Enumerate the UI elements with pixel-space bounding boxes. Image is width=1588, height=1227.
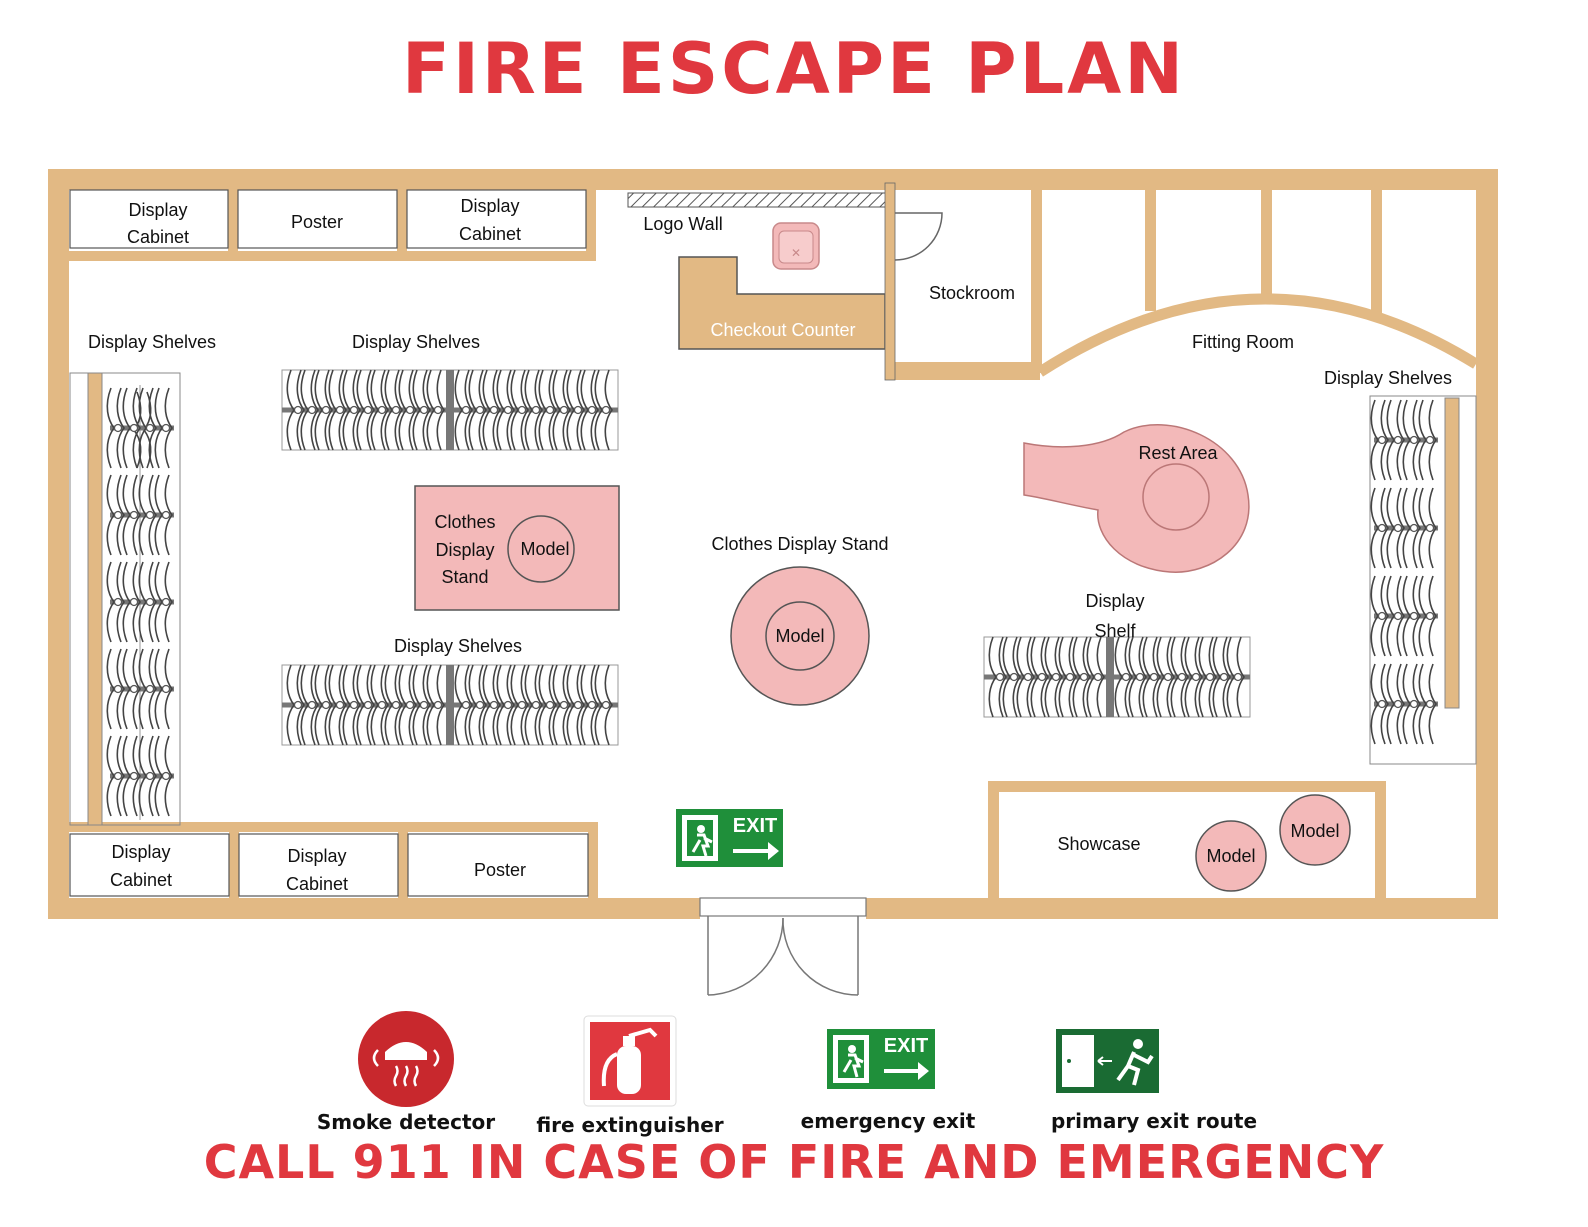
showcase	[988, 781, 1386, 898]
right-display-shelves	[1370, 399, 1438, 745]
legend-label: Smoke detector	[317, 1110, 495, 1134]
display-shelves-label: Display Shelves	[394, 636, 522, 656]
clothes-stand-label: Clothes	[434, 512, 495, 532]
stockroom-label: Stockroom	[929, 283, 1015, 303]
display-cabinet-label: Display	[287, 846, 346, 866]
bottom-display-shelves	[281, 664, 619, 746]
bottom-left-cabinet-block	[69, 822, 598, 902]
emergency-call-banner: CALL 911 IN CASE OF FIRE AND EMERGENCY	[203, 1135, 1385, 1189]
legend-label: emergency exit	[801, 1109, 976, 1133]
model-label: Model	[520, 539, 569, 559]
display-cabinet-label: Cabinet	[286, 874, 348, 894]
smoke-detector-icon	[358, 1011, 454, 1107]
display-cabinet-label: Cabinet	[127, 227, 189, 247]
page-title: FIRE ESCAPE PLAN	[402, 28, 1186, 110]
display-cabinet-label: Display	[128, 200, 187, 220]
model-mannequin	[507, 515, 575, 583]
legend-label: primary exit route	[1051, 1109, 1257, 1133]
svg-text:✕: ✕	[791, 246, 801, 260]
rest-area-table	[1142, 463, 1210, 531]
display-shelf	[983, 636, 1251, 718]
primary-exit-route-icon	[1056, 1029, 1159, 1093]
right-shelf-wall	[1444, 397, 1460, 709]
display-cabinet-label: Cabinet	[110, 870, 172, 890]
display-shelf-label: Display	[1085, 591, 1144, 611]
stockroom-walls	[884, 182, 1042, 381]
logo-wall	[627, 192, 891, 208]
display-cabinet-label: Display	[111, 842, 170, 862]
checkout-counter-label: Checkout Counter	[710, 320, 855, 340]
showcase-label: Showcase	[1057, 834, 1140, 854]
model-mannequin	[765, 601, 835, 671]
top-left-cabinet-block	[69, 185, 596, 261]
chair-icon: ✕	[772, 222, 820, 270]
model-label: Model	[775, 626, 824, 646]
exit-sign-icon	[676, 809, 783, 867]
logo-wall-label: Logo Wall	[643, 214, 722, 234]
clothes-stand-label: Display	[435, 540, 494, 560]
clothes-display-stand	[414, 485, 620, 611]
model-mannequin	[1195, 820, 1267, 892]
main-entrance-doors	[699, 897, 867, 996]
display-shelf-label: Shelf	[1094, 621, 1136, 641]
fire-extinguisher-icon	[583, 1015, 677, 1107]
exit-sign-text: EXIT	[733, 815, 777, 837]
poster-label: Poster	[474, 860, 526, 880]
clothes-stand-label: Stand	[441, 567, 488, 587]
model-label: Model	[1290, 821, 1339, 841]
display-shelves-label: Display Shelves	[1324, 368, 1452, 388]
fitting-room-label: Fitting Room	[1192, 332, 1294, 352]
exit-sign-text: EXIT	[884, 1035, 928, 1057]
clothes-stand-label: Clothes Display Stand	[711, 534, 888, 554]
model-mannequin	[1279, 794, 1351, 866]
left-shelf-wall	[87, 372, 103, 826]
stockroom-door	[894, 212, 943, 261]
rest-area	[1023, 424, 1250, 573]
left-display-shelves-racks	[106, 387, 174, 817]
outer-walls	[48, 169, 1498, 919]
emergency-exit-icon	[827, 1029, 935, 1089]
fitting-room-walls	[1037, 183, 1479, 377]
model-label: Model	[1206, 846, 1255, 866]
poster-label: Poster	[291, 212, 343, 232]
display-shelves-label: Display Shelves	[352, 332, 480, 352]
display-cabinet-label: Cabinet	[459, 224, 521, 244]
display-shelves-label: Display Shelves	[88, 332, 216, 352]
legend-label: fire extinguisher	[536, 1113, 723, 1137]
top-display-shelves	[281, 369, 619, 451]
rest-area-label: Rest Area	[1138, 443, 1218, 463]
display-cabinet-label: Display	[460, 196, 519, 216]
